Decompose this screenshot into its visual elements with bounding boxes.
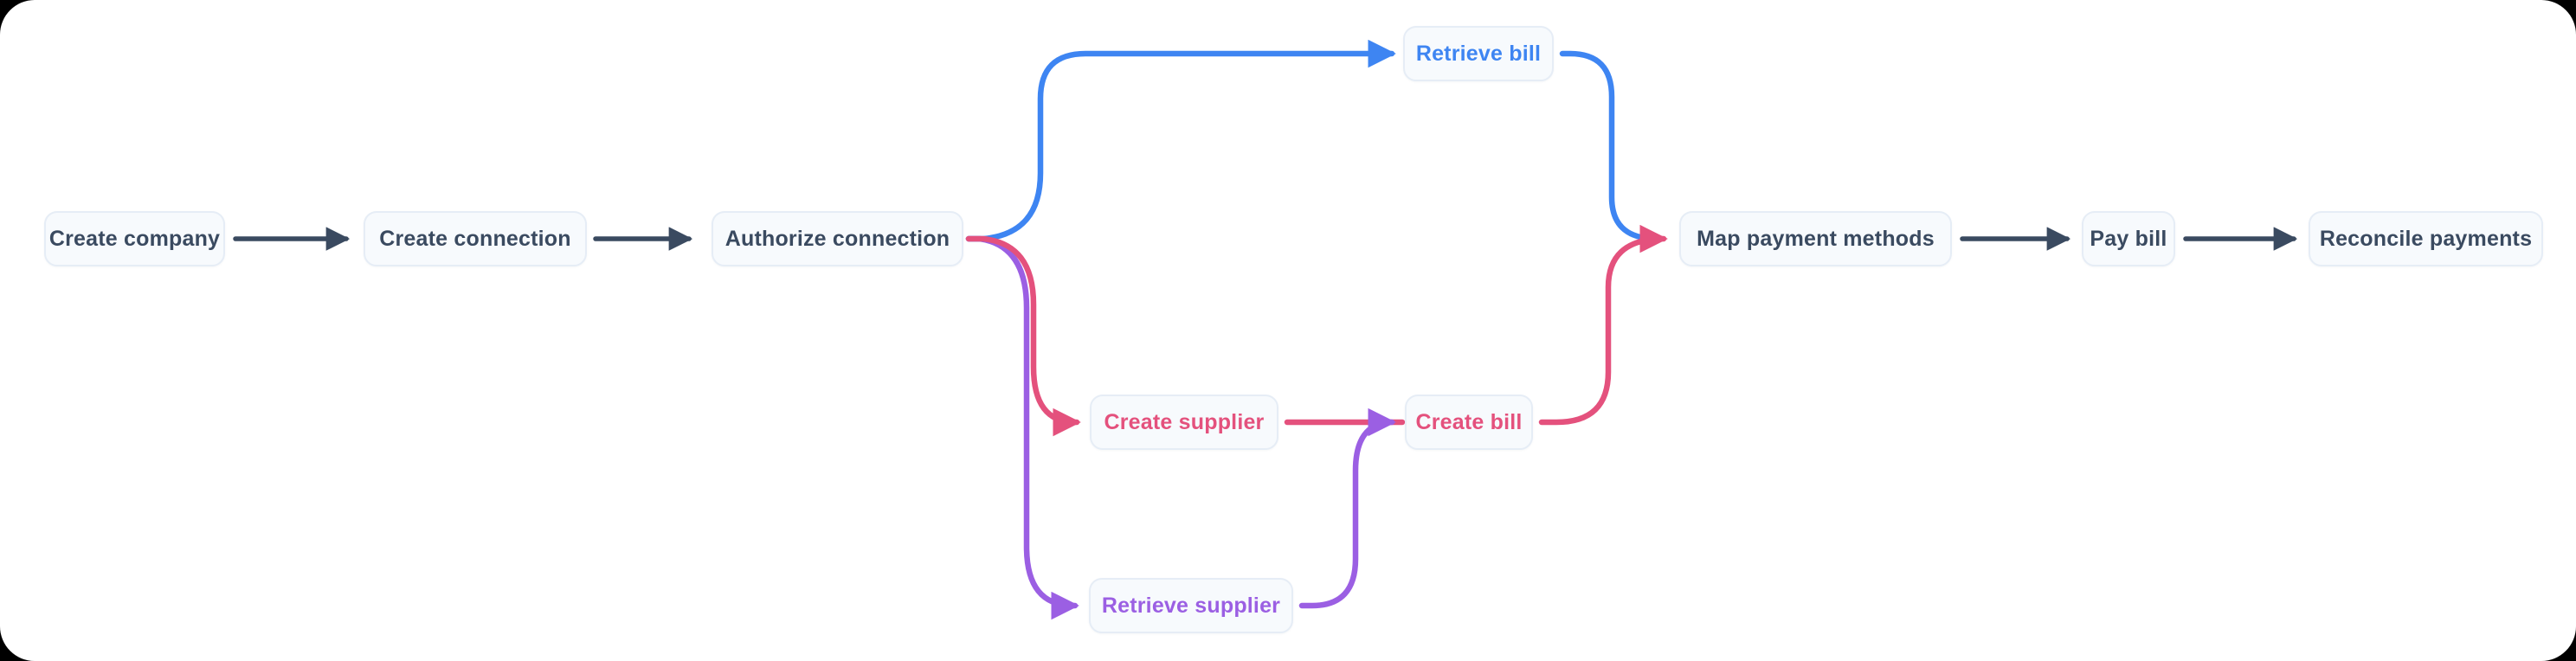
- node-retrieve-supplier-label: Retrieve supplier: [1101, 593, 1281, 618]
- edge-authorize-connection-to-retrieve-supplier: [965, 235, 1079, 620]
- node-pay-bill[interactable]: Pay bill: [2082, 211, 2175, 266]
- edge-create-bill-to-map-payment-methods: [1538, 224, 1668, 426]
- edge-authorize-connection-to-retrieve-bill: [965, 39, 1396, 242]
- node-create-bill-label: Create bill: [1415, 409, 1523, 434]
- node-create-bill[interactable]: Create bill: [1405, 395, 1533, 450]
- node-create-connection-label: Create connection: [379, 226, 571, 251]
- node-map-payment-methods[interactable]: Map payment methods: [1679, 211, 1952, 266]
- node-pay-bill-label: Pay bill: [2090, 226, 2167, 251]
- node-reconcile-payments[interactable]: Reconcile payments: [2309, 211, 2543, 266]
- node-map-payment-methods-label: Map payment methods: [1697, 226, 1935, 251]
- edge-authorize-connection-to-create-supplier: [965, 235, 1081, 437]
- node-retrieve-bill[interactable]: Retrieve bill: [1403, 26, 1554, 81]
- node-create-supplier[interactable]: Create supplier: [1090, 395, 1278, 450]
- node-create-company-label: Create company: [48, 226, 221, 251]
- node-retrieve-bill-label: Retrieve bill: [1415, 41, 1542, 66]
- node-authorize-connection-label: Authorize connection: [724, 226, 950, 251]
- node-reconcile-payments-label: Reconcile payments: [2319, 226, 2533, 251]
- node-create-company[interactable]: Create company: [44, 211, 225, 266]
- node-create-supplier-label: Create supplier: [1104, 409, 1265, 434]
- edge-retrieve-supplier-to-create-bill: [1298, 408, 1396, 609]
- node-create-connection[interactable]: Create connection: [364, 211, 587, 266]
- node-authorize-connection[interactable]: Authorize connection: [712, 211, 963, 266]
- node-retrieve-supplier[interactable]: Retrieve supplier: [1089, 578, 1293, 633]
- edge-retrieve-bill-to-map-payment-methods: [1559, 50, 1662, 242]
